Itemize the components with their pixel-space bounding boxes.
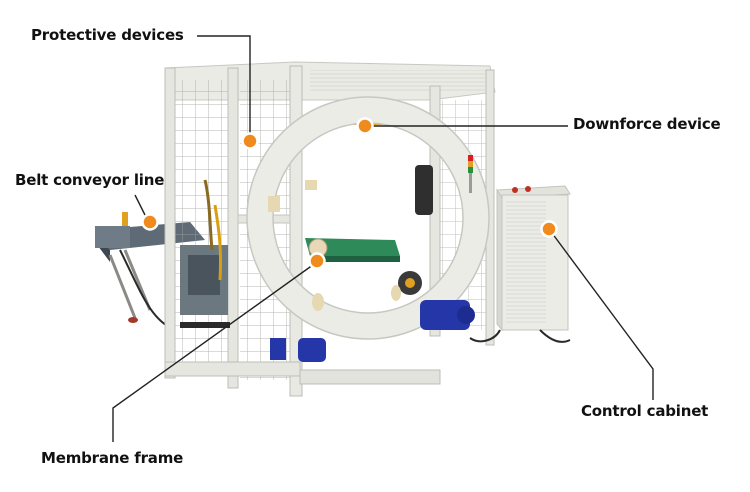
motors — [270, 300, 475, 362]
signal-light — [468, 155, 473, 193]
leader-protective — [197, 35, 251, 140]
marker-belt — [141, 213, 159, 231]
marker-downforce — [356, 117, 374, 135]
side-mechanism — [180, 179, 230, 328]
leader-lines — [112, 35, 654, 442]
control-cabinet — [469, 185, 571, 343]
leader-membrane — [112, 261, 318, 442]
leader-control — [548, 228, 654, 400]
marker-membrane — [308, 252, 326, 270]
marker-control — [540, 220, 558, 238]
label-belt-conveyor-line: Belt conveyor line — [15, 171, 165, 189]
label-downforce-device: Downforce device — [573, 115, 721, 133]
callout-markers — [141, 117, 558, 270]
label-control-cabinet: Control cabinet — [581, 402, 709, 420]
marker-protective — [241, 132, 259, 150]
label-membrane-frame: Membrane frame — [41, 449, 184, 467]
label-protective-devices: Protective devices — [31, 26, 184, 44]
